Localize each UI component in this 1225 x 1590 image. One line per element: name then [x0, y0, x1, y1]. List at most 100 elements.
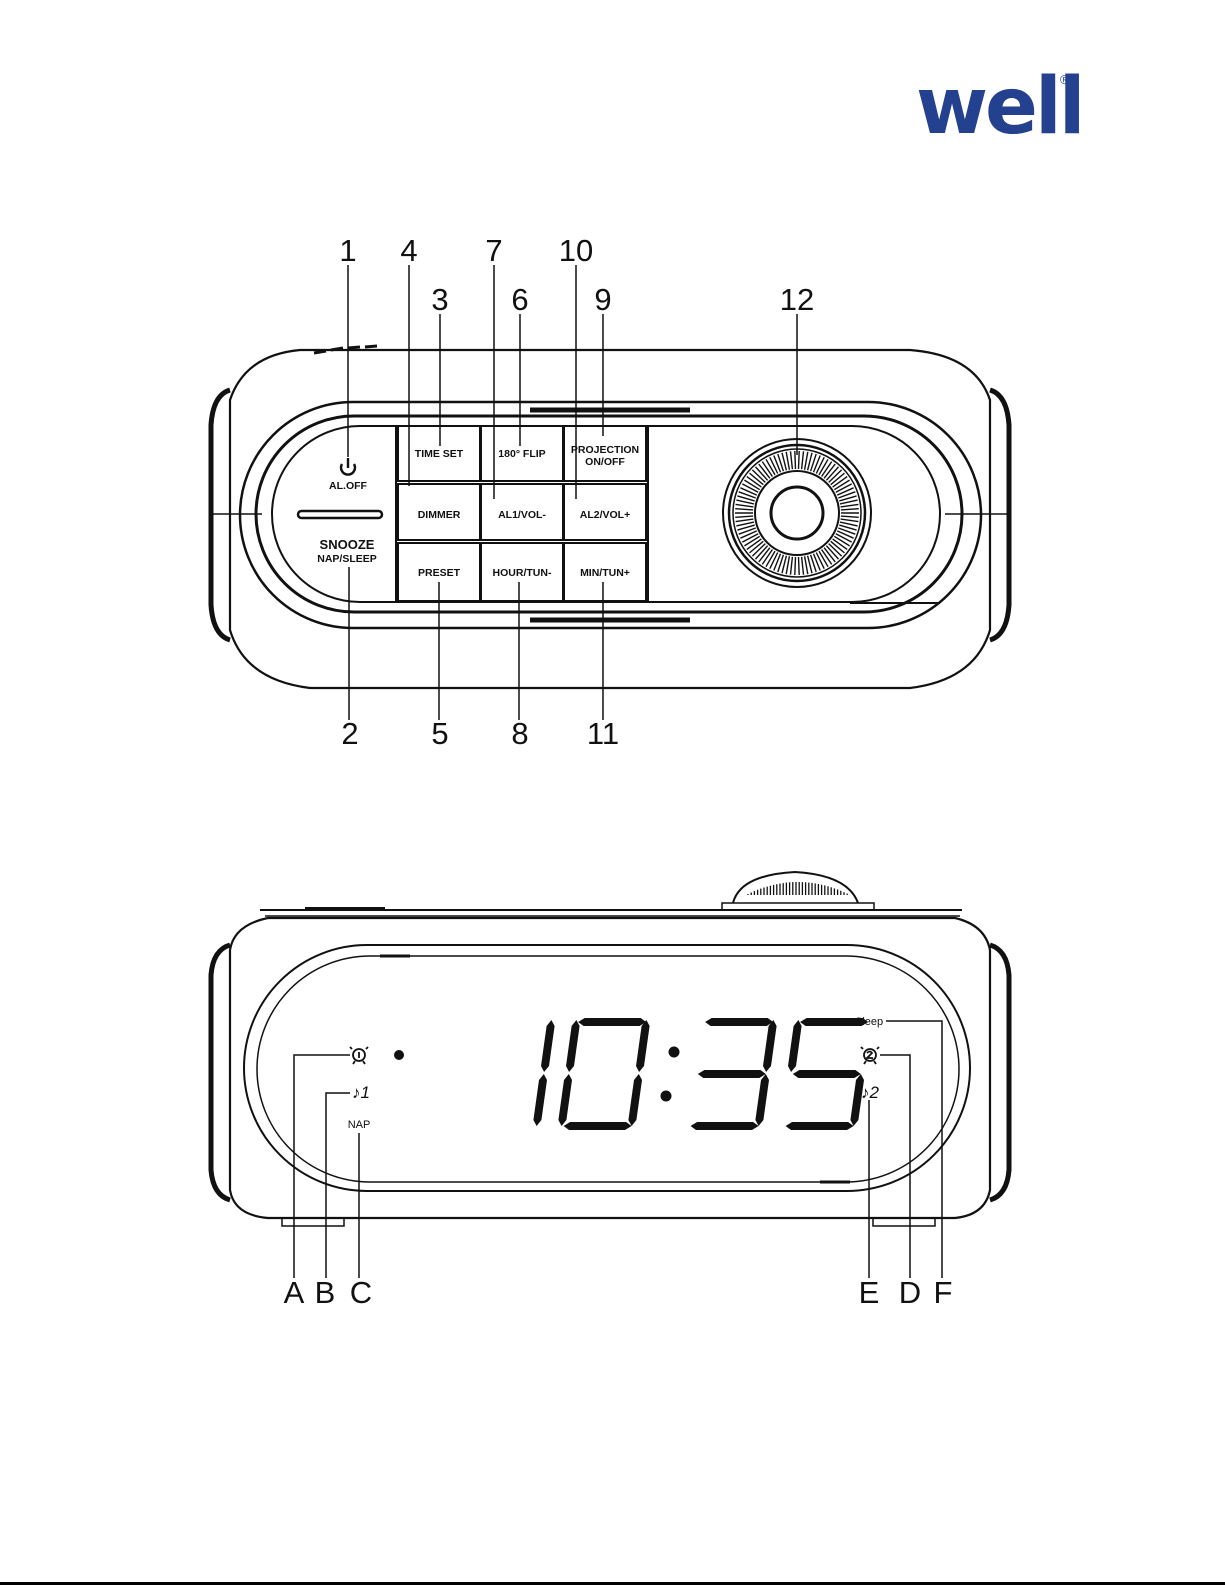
knob-inner-ring — [755, 471, 839, 555]
front-view-leader-lines — [294, 1021, 942, 1278]
display-bezel-outer — [244, 945, 970, 1191]
registered-mark: ® — [1060, 72, 1070, 87]
segment-5 — [788, 1020, 802, 1072]
knob-grip-ticks — [735, 451, 859, 575]
top-view-callouts: 1 4 7 10 3 6 9 12 2 5 8 11 — [339, 233, 814, 751]
callout-12: 12 — [780, 282, 814, 317]
top-view-leader-lines — [348, 265, 797, 720]
radio-alarm1-icon: ♪1 — [352, 1083, 370, 1102]
callout-b: B — [315, 1275, 336, 1310]
knob-tick — [841, 509, 859, 510]
segment-5 — [793, 1070, 861, 1078]
brand-logo: well ® — [916, 62, 1082, 152]
flip-label: 180° FLIP — [498, 448, 545, 460]
preset-label: PRESET — [418, 567, 461, 579]
callout-3: 3 — [431, 282, 448, 317]
knob-tick — [840, 500, 858, 504]
knob-tick — [736, 500, 754, 504]
al2-vol-label: AL2/VOL+ — [580, 509, 630, 521]
al1-vol-label: AL1/VOL- — [498, 509, 546, 521]
segment-0 — [558, 1074, 572, 1126]
alarm1-icon — [350, 1047, 368, 1064]
projection-label-line2: ON/OFF — [585, 456, 625, 468]
top-knob-ridges — [748, 882, 847, 895]
knob-tick — [836, 534, 852, 542]
callout-1: 1 — [339, 233, 356, 268]
callout-e: E — [859, 1275, 880, 1310]
knob-lens — [771, 487, 823, 539]
left-foot — [282, 1218, 344, 1226]
knob-tick — [736, 504, 754, 507]
right-side-pad — [990, 390, 1009, 640]
knob-tick — [770, 457, 778, 473]
callout-11: 11 — [587, 716, 619, 751]
projector-knob[interactable] — [723, 439, 871, 587]
knob-tick — [802, 557, 804, 575]
knob-tick — [736, 522, 754, 526]
knob-tick — [836, 484, 852, 492]
segment-3 — [698, 1070, 766, 1078]
callout-c: C — [350, 1275, 372, 1310]
power-icon — [341, 458, 355, 475]
dimmer-label: DIMMER — [418, 509, 461, 521]
time-set-label: TIME SET — [415, 448, 464, 460]
callout-10: 10 — [559, 233, 593, 268]
segment-0 — [566, 1020, 580, 1072]
time-display — [533, 1018, 868, 1130]
knob-tick — [791, 557, 793, 575]
callout-9: 9 — [594, 282, 611, 317]
knob-tick — [841, 516, 859, 517]
segment-3 — [763, 1020, 777, 1072]
knob-tick — [805, 452, 808, 470]
knob-tick — [805, 556, 808, 574]
callout-a: A — [284, 1275, 305, 1310]
front-body-outline — [230, 918, 990, 1218]
knob-tick — [735, 516, 753, 517]
display-bezel-inner — [257, 956, 959, 1182]
knob-tick — [742, 484, 758, 492]
front-right-pad — [990, 945, 1009, 1200]
top-knob-base — [722, 903, 874, 910]
callout-d: D — [899, 1275, 921, 1310]
knob-tick — [735, 509, 753, 510]
knob-tick — [816, 553, 824, 569]
al-off-label: AL.OFF — [329, 480, 367, 492]
callout-5: 5 — [431, 716, 448, 751]
knob-tick — [841, 519, 859, 522]
alarm2-icon — [861, 1047, 879, 1064]
segment-0 — [578, 1018, 646, 1026]
nap-sleep-label: NAP/SLEEP — [317, 553, 377, 565]
segment-3 — [691, 1122, 759, 1130]
knob-tick — [791, 451, 793, 469]
knob-tick — [736, 519, 754, 522]
colon-dot — [669, 1047, 680, 1058]
snooze-bar[interactable] — [298, 511, 382, 518]
segment-1 — [541, 1020, 555, 1072]
left-side-pad — [211, 390, 230, 640]
hour-tun-label: HOUR/TUN- — [493, 567, 552, 579]
front-view-diagram — [211, 872, 1009, 1226]
knob-tick — [786, 556, 789, 574]
knob-tick — [802, 451, 804, 469]
front-view-callouts: A B C E D F — [284, 1275, 953, 1310]
knob-tick — [799, 451, 800, 469]
segment-0 — [564, 1122, 632, 1130]
colon-dot — [661, 1091, 672, 1102]
callout-6: 6 — [511, 282, 528, 317]
callout-f: F — [934, 1275, 953, 1310]
segment-0 — [628, 1074, 642, 1126]
snooze-label: SNOOZE — [320, 537, 375, 552]
knob-tick — [742, 534, 758, 542]
callout-2: 2 — [341, 716, 358, 751]
segment-1 — [533, 1074, 547, 1126]
callout-4: 4 — [400, 233, 417, 268]
pm-indicator-dot — [394, 1050, 404, 1060]
knob-tick — [799, 557, 800, 575]
radio-alarm2-icon: ♪2 — [861, 1083, 880, 1102]
callout-7: 7 — [485, 233, 502, 268]
segment-0 — [636, 1020, 650, 1072]
logo-text: well — [916, 62, 1082, 152]
segment-5 — [800, 1018, 868, 1026]
